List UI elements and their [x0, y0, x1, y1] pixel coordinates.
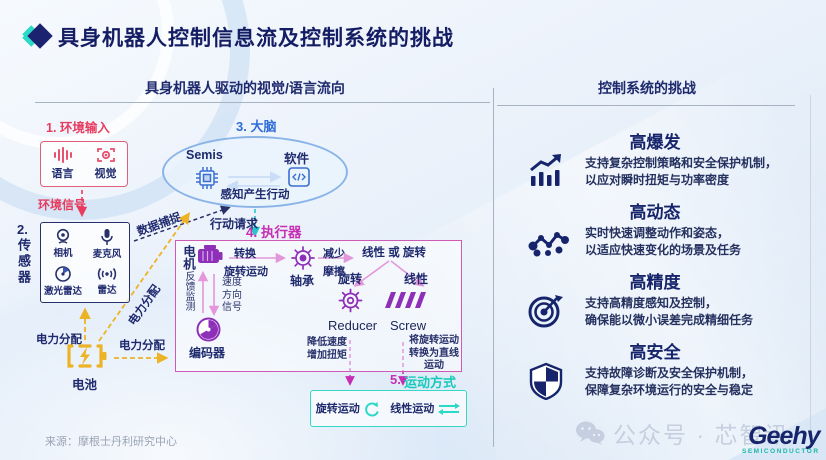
convert-label: 转换 [234, 248, 256, 260]
linear-or-rotary-label: 线性 或 旋转 [362, 247, 426, 259]
page-title: 具身机器人控制信息流及控制系统的挑战 [58, 27, 454, 50]
battery-icon [67, 344, 107, 368]
brain-ellipse [162, 136, 348, 208]
motor-icon [198, 245, 223, 263]
env-signal-label: 环境信号 [38, 198, 87, 212]
motor-label: 电机 [181, 245, 195, 270]
precision-target-icon [528, 295, 563, 328]
lidar-icon [55, 266, 71, 283]
actuator-section-title: 4. 执行器 [246, 225, 302, 240]
battery-label: 电池 [72, 378, 98, 392]
sensor-item-radar: 雷达 [96, 266, 118, 296]
encoder-label: 编码器 [189, 346, 226, 360]
sensor-box: 相机 麦克风 激光雷达 [40, 222, 130, 303]
left-panel-header: 具身机器人驱动的视觉/语言流向 [145, 80, 345, 96]
env-item-vision: 视觉 [95, 147, 117, 181]
chart-rise-icon [530, 154, 561, 186]
bearing-gear-icon [291, 246, 315, 270]
rotary-branch-label: 旋转 [338, 272, 363, 286]
challenge-desc: 实时快速调整动作和姿态， 以适应快速变化的场景及任务 [585, 226, 742, 257]
motion-item-label: 线性运动 [390, 402, 435, 415]
sensor-section-title: 传感器 [16, 238, 31, 286]
reducer-note: 降低速度 增加扭矩 [307, 337, 347, 361]
screw-hatch-icon [385, 292, 426, 308]
env-section-title: 1. 环境输入 [46, 121, 110, 135]
challenge-title-burst: 高爆发 [629, 133, 681, 152]
right-header-rule [497, 105, 795, 106]
geehy-logo-text: Geehy [748, 422, 820, 450]
motion-item-label: 旋转运动 [315, 402, 360, 415]
power-distribution-label: 电力分配 [36, 334, 82, 346]
reducer-label: Reducer [328, 318, 378, 333]
right-edge-rule [810, 95, 811, 445]
challenge-desc: 支持故障诊断及安全保护机制， 保障复杂环境运行的安全与稳定 [585, 366, 754, 397]
motion-box: 旋转运动 线性运动 [310, 390, 467, 427]
geehy-logo: Geehy SEMICONDUCTOR [742, 422, 821, 456]
actuator-box [175, 240, 462, 372]
brain-section-title: 3. 大脑 [236, 119, 277, 134]
motion-item-linear: 线性运动 [390, 401, 461, 417]
sensor-section-num: 2. [17, 222, 28, 237]
challenge-title-precision: 高精度 [629, 273, 681, 292]
action-request-label: 行动请求 [210, 217, 259, 231]
env-item-speech: 语言 [52, 147, 74, 181]
motion-section-title: 运动方式 [404, 375, 457, 390]
bearing-label: 轴承 [290, 274, 315, 288]
env-item-label: 视觉 [94, 168, 117, 180]
linear-arrows-icon [438, 402, 461, 415]
dynamic-nodes-icon [528, 232, 569, 257]
challenge-title-safety: 高安全 [629, 343, 681, 362]
challenge-title-dynamic: 高动态 [629, 203, 681, 222]
challenge-desc: 支持高精度感知及控制， 确保能以微小误差完成精细任务 [585, 296, 754, 327]
sensor-item-label: 相机 [53, 248, 73, 260]
linear-branch-label: 线性 [404, 272, 429, 286]
panel-divider [493, 88, 494, 447]
env-item-label: 语言 [51, 168, 74, 180]
motion-section-num: 5. [390, 372, 401, 387]
encoder-icon [196, 317, 221, 342]
semis-label: Semis [186, 148, 223, 162]
software-label: 软件 [284, 152, 310, 166]
reduce-label: 减少 [323, 248, 345, 260]
reducer-gear-icon [338, 288, 363, 313]
screw-label: Screw [390, 318, 427, 333]
screw-note: 将旋转运动 转换为直线 运动 [409, 335, 459, 371]
challenge-desc: 支持复杂控制策略和安全保护机制， 以应对瞬时扭矩与功率密度 [585, 156, 778, 187]
title-diamond-icon [22, 23, 53, 49]
vision-eye-icon [96, 148, 115, 162]
software-code-icon [288, 167, 310, 187]
speed-direction-signal-note: 速度 方向 信号 [222, 277, 242, 313]
friction-label: 摩擦 [323, 266, 345, 278]
camera-icon [56, 229, 70, 244]
environment-box: 语言 视觉 [40, 141, 128, 187]
chip-icon [196, 167, 218, 189]
geehy-logo-sub: SEMICONDUCTOR [742, 448, 820, 455]
voice-waveform-icon [53, 147, 72, 163]
watermark-text: 公众号 · 芯智讯 [613, 422, 790, 448]
sensor-item-microphone: 麦克风 [92, 228, 122, 260]
radar-waves-icon [97, 268, 117, 281]
motion-item-rotary: 旋转运动 [316, 400, 381, 418]
wechat-icon [576, 421, 605, 445]
microphone-icon [101, 228, 113, 245]
right-panel-header: 控制系统的挑战 [598, 80, 696, 96]
feedback-label: 反馈监测 [183, 271, 194, 311]
brain-caption: 感知产生行动 [220, 189, 290, 201]
sensor-item-label: 麦克风 [92, 248, 122, 260]
rotary-motion-label: 旋转运动 [224, 266, 268, 278]
watermark: 公众号 · 芯智讯 [575, 416, 789, 450]
power-distribution-label: 电力分配 [119, 340, 165, 352]
left-header-rule [35, 102, 490, 103]
sensor-item-label: 激光雷达 [43, 286, 82, 298]
rotary-arrow-icon [364, 401, 379, 416]
source-note: 来源：摩根士丹利研究中心 [45, 436, 177, 448]
safety-shield-icon [529, 362, 563, 400]
sensor-item-camera: 相机 [53, 228, 73, 260]
sensor-item-lidar: 激光雷达 [44, 265, 82, 297]
sensor-item-label: 雷达 [97, 285, 117, 297]
